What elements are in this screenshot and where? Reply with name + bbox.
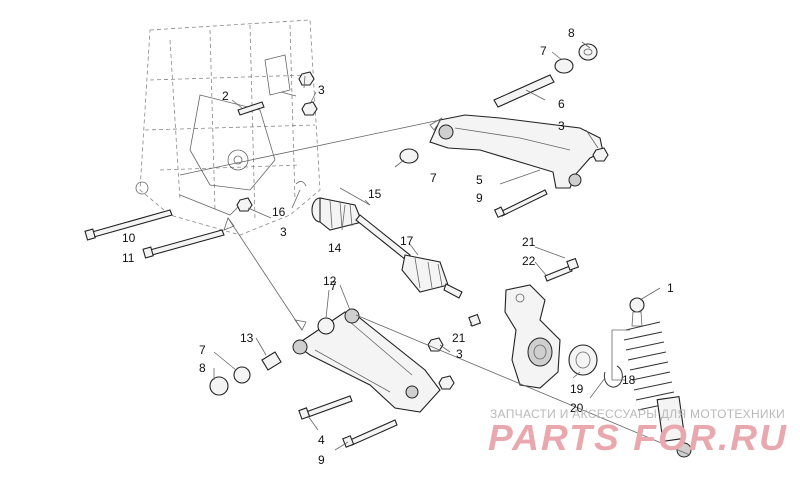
- lower-a-arm: [292, 308, 441, 413]
- callout-3-lower-arm: 3: [456, 347, 463, 361]
- bushing-top: [554, 43, 598, 74]
- bushing-upper-left: [399, 148, 419, 164]
- frame-bolts: [84, 209, 225, 259]
- callout-16: 16: [272, 205, 286, 219]
- drive-axle: [311, 197, 463, 299]
- callouts: 1 2 3 3 3 3 4 5 6 7 7 7 7 8 8 9 9 10 11 …: [122, 26, 674, 467]
- shock-absorber: [623, 297, 692, 458]
- callout-7-upper-left: 7: [430, 171, 437, 185]
- callout-10: 10: [122, 231, 136, 245]
- watermark: ЗАПЧАСТИ И АКСЕССУАРЫ ДЛЯ МОТОТЕХНИКИ PA…: [488, 407, 788, 458]
- callout-9-lower-arm: 9: [318, 453, 325, 467]
- callout-7-top: 7: [540, 44, 547, 58]
- callout-3-upper-arm: 3: [558, 119, 565, 133]
- callout-14: 14: [328, 241, 342, 255]
- knuckle-bolts: [468, 257, 580, 327]
- callout-17: 17: [400, 234, 414, 248]
- callout-15: 15: [368, 187, 382, 201]
- callout-18: 18: [622, 373, 636, 387]
- callout-5: 5: [476, 173, 483, 187]
- bearing: [568, 344, 598, 376]
- callout-22: 22: [522, 254, 536, 268]
- callout-6: 6: [558, 97, 565, 111]
- snap-ring: [603, 365, 623, 388]
- callout-1: 1: [667, 281, 674, 295]
- callout-20: 20: [570, 401, 584, 415]
- callout-7-lower-left: 7: [199, 343, 206, 357]
- callout-3-frame: 3: [318, 83, 325, 97]
- pivot-shaft: [493, 74, 555, 108]
- callout-4: 4: [318, 433, 325, 447]
- callout-21-top: 21: [522, 235, 536, 249]
- bolt-upper-arm: [493, 189, 548, 219]
- callout-12: 12: [323, 274, 337, 288]
- watermark-brand: PARTS FOR.RU: [488, 417, 788, 458]
- callout-3-frame-bottom: 3: [280, 225, 287, 239]
- watermark-caption: ЗАПЧАСТИ И АКСЕССУАРЫ ДЛЯ МОТОТЕХНИКИ: [490, 407, 785, 421]
- callout-2: 2: [222, 89, 229, 103]
- callout-21-knuckle: 21: [452, 331, 466, 345]
- callout-8-top: 8: [568, 26, 575, 40]
- upper-a-arm: [429, 114, 604, 189]
- callout-7-lower-center: 7: [330, 279, 337, 293]
- frame-chassis: [135, 19, 321, 236]
- lower-arm-hardware: [298, 337, 455, 448]
- bushings-lower: [209, 317, 335, 396]
- callout-8-lower-left: 8: [199, 361, 206, 375]
- callout-bracket-18: [611, 329, 630, 381]
- callout-11: 11: [122, 251, 135, 265]
- nut-upper-arm: [592, 147, 609, 162]
- callout-19: 19: [570, 382, 584, 396]
- callout-13: 13: [240, 331, 254, 345]
- callout-9-upper-arm: 9: [476, 191, 483, 205]
- knuckle: [504, 284, 561, 389]
- leader-lines: [179, 41, 691, 456]
